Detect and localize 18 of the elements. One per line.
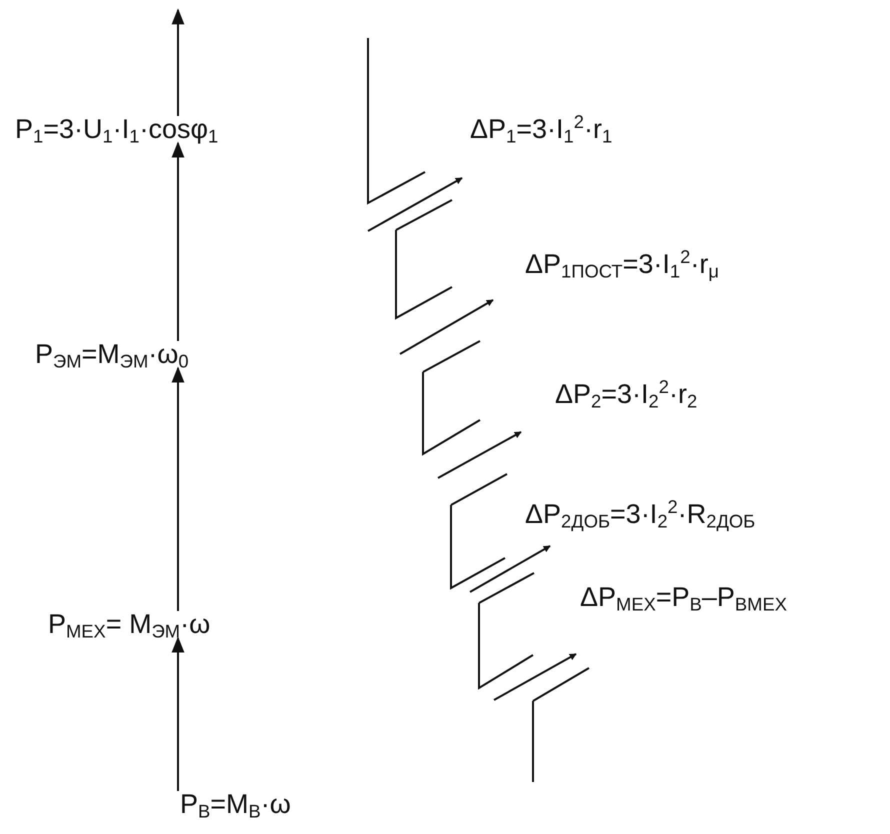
formula-label: ΔP$_{МЕХ}$=P$_{В}$–P$_{ВМЕХ}$ [580,580,787,616]
formula-label: ΔP$_{1}$=3·I$_{1}$$^{2}$·r$_{1}$ [470,112,612,148]
arrow [470,545,551,593]
formula-label: P$_{В}$=M$_{В}$·ω [180,787,291,822]
formula-label: P$_{1}$=3·U$_{1}$·I$_{1}$·cosφ$_{1}$ [15,112,218,148]
formula-label: P$_{МЕХ}$= M$_{ЭМ}$·ω [48,607,210,642]
arrow [400,299,494,355]
formula-label: ΔP$_{2}$=3·I$_{2}$$^{2}$·r$_{2}$ [555,377,698,412]
arrow [172,366,184,611]
arrow [172,636,184,791]
formula-label: ΔP$_{2ДОБ}$=3·I$_{2}$$^{2}$·R$_{2ДОБ}$ [525,497,756,532]
formula-label: ΔP$_{1ПОСТ}$=3·I$_{1}$$^{2}$·r$_{μ}$ [525,247,719,282]
arrow [172,142,184,341]
arrow [172,8,184,116]
arrow [494,653,577,701]
formula-label: P$_{ЭМ}$=M$_{ЭМ}$·ω$_{0}$ [35,337,189,372]
arrow [438,431,522,479]
arrow [368,177,463,232]
